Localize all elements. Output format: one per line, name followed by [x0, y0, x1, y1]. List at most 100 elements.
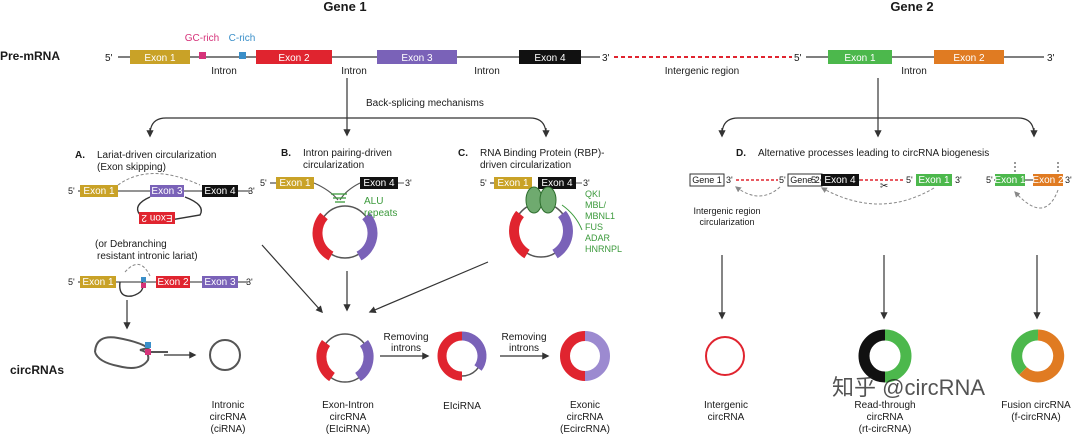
svg-text:Exon 2: Exon 2 — [141, 212, 173, 223]
intron-pairing-diagram: 5' Exon 1 Exon 4 3' — [260, 177, 412, 261]
svg-text:3': 3' — [955, 175, 962, 185]
ecircrna-label-3: (EcircRNA) — [560, 424, 610, 435]
rbp-hnrnpl: HNRNPL — [585, 244, 622, 254]
ecircrna-label-1: Exonic — [570, 400, 600, 411]
mechanism-c-title-1: RNA Binding Protein (RBP)- — [480, 148, 605, 159]
svg-text:5': 5' — [68, 186, 75, 196]
gene1-exon3-label: Exon 3 — [401, 53, 433, 64]
remove-introns-1-a: Removing — [383, 332, 428, 343]
rbp-qki: QKI — [585, 189, 601, 199]
rbp-mbnl1: MBNL1 — [585, 211, 615, 221]
svg-text:3': 3' — [405, 178, 412, 188]
svg-text:Exon 3: Exon 3 — [151, 186, 183, 197]
c-rich-marker — [239, 52, 246, 59]
f-circrna-label-2: (f-circRNA) — [1011, 412, 1060, 423]
rt-circrna-label-2: circRNA — [867, 412, 904, 423]
alu-repeats-2: repeats — [364, 208, 397, 219]
svg-text:Exon 2: Exon 2 — [1032, 175, 1064, 186]
lariat-exon3 — [150, 185, 184, 197]
gene1-5prime: 5' — [105, 53, 113, 64]
svg-text:5': 5' — [68, 277, 75, 287]
eicirna-short-label: EIciRNA — [443, 401, 481, 412]
svg-text:Gene 2: Gene 2 — [790, 175, 820, 185]
rt-circrna-label-3: (rt-circRNA) — [859, 424, 912, 435]
arrow-c-to-eicirna — [368, 261, 489, 314]
mechanism-a-letter: A. — [75, 150, 85, 161]
svg-text:Exon 4: Exon 4 — [541, 178, 573, 189]
gene1-exon3 — [377, 50, 457, 64]
intergenic-circularization-diagram: Gene 1 3' 5' Gene 2 — [689, 173, 823, 197]
gene2-intron: Intron — [901, 66, 927, 77]
gene1-heading: Gene 1 — [323, 0, 366, 14]
mechanism-d-title: Alternative processes leading to circRNA… — [758, 148, 989, 159]
gene1-intron-2: Intron — [341, 66, 367, 77]
mechanism-a-title-2: (Exon skipping) — [97, 162, 166, 173]
intergenic-circrna-circle — [705, 336, 745, 376]
lariat-exon-skipping: 5' 3' Exon 1 Exon 3 Exon 4 Exon 2 — [68, 173, 255, 224]
gc-rich-marker — [199, 52, 206, 59]
c-rich-label: C-rich — [229, 33, 256, 44]
fusion-circrna-circle — [1011, 329, 1065, 383]
eicirna-label-2: circRNA — [330, 412, 367, 423]
svg-text:Exon 2: Exon 2 — [157, 277, 189, 288]
lariat-exon2-flipped — [139, 212, 175, 224]
pre-mrna-label: Pre-mRNA — [0, 49, 60, 63]
pre-mrna-gene2: 5' 3' Exon 1 Intron Exon 2 — [794, 50, 1055, 77]
alu-repeats-1: ALU — [364, 196, 383, 207]
mechanism-a-or-2: resistant intronic lariat) — [97, 251, 198, 262]
remove-introns-2-a: Removing — [501, 332, 546, 343]
svg-text:Exon 1: Exon 1 — [279, 178, 311, 189]
rbp-adar: ADAR — [585, 233, 611, 243]
mechanism-b-letter: B. — [281, 148, 291, 159]
svg-text:Exon 4: Exon 4 — [824, 175, 856, 186]
debranching-lariat: 5' 3' Exon 1 Exon 2 Exon 3 — [68, 264, 253, 297]
svg-text:Exon 3: Exon 3 — [204, 277, 236, 288]
svg-text:Gene 1: Gene 1 — [692, 175, 722, 185]
svg-text:Exon 1: Exon 1 — [994, 175, 1026, 186]
read-through-diagram: 5' Exon 4 5' Exon 1 3' ✂ — [811, 174, 962, 205]
mechanism-d-letter: D. — [736, 148, 746, 159]
gene2-heading: Gene 2 — [890, 0, 933, 14]
gene2-exon2-label: Exon 2 — [953, 53, 985, 64]
circrnas-label: circRNAs — [10, 363, 64, 377]
f-circrna-label-1: Fusion circRNA — [1001, 400, 1071, 411]
eicirna-label-3: (EIciRNA) — [326, 424, 370, 435]
read-through-circrna-circle — [858, 329, 912, 383]
ecircrna-circle — [560, 331, 610, 381]
gene2-5prime: 5' — [794, 53, 802, 64]
svg-text:3': 3' — [1065, 175, 1072, 185]
svg-text:3': 3' — [726, 175, 733, 185]
svg-text:5': 5' — [811, 175, 818, 185]
scissors-icon: ✂ — [880, 181, 888, 192]
cirna-label-3: (ciRNA) — [211, 424, 246, 435]
mechanism-c-letter: C. — [458, 148, 468, 159]
gene1-exon4-label: Exon 4 — [534, 53, 566, 64]
svg-text:5': 5' — [260, 178, 267, 188]
eicirna-mid-circle — [437, 331, 487, 381]
mechanism-b-title-1: Intron pairing-driven — [303, 148, 392, 159]
gene1-exon1 — [130, 50, 190, 64]
back-splicing-brace — [146, 78, 550, 138]
watermark: 知乎 @circRNA — [832, 375, 985, 400]
gene2-exon2 — [934, 50, 1004, 64]
eicirna-exon-intron-circle — [316, 333, 374, 383]
intergenic-circ-label-2: circularization — [699, 217, 754, 227]
svg-text:Exon 1: Exon 1 — [83, 186, 115, 197]
svg-text:Exon 1: Exon 1 — [82, 277, 114, 288]
remove-introns-1-b: introns — [391, 343, 421, 354]
ecircrna-label-2: circRNA — [567, 412, 604, 423]
back-splicing-label: Back-splicing mechanisms — [366, 98, 484, 109]
gc-rich-label: GC-rich — [185, 33, 219, 44]
intergenic-region-label: Intergenic region — [665, 66, 740, 77]
svg-text:5': 5' — [986, 175, 993, 185]
intergenic-circrna-label-1: Intergenic — [704, 400, 748, 411]
eicirna-label-1: Exon-Intron — [322, 400, 374, 411]
gene1-3prime: 3' — [602, 53, 610, 64]
mechanism-c-title-2: driven circularization — [480, 160, 571, 171]
gene1-intron-3: Intron — [474, 66, 500, 77]
remove-introns-2-b: introns — [509, 343, 539, 354]
svg-text:3': 3' — [246, 277, 253, 287]
rbp-mbl: MBL/ — [585, 200, 607, 210]
gene1-exon2-label: Exon 2 — [278, 53, 310, 64]
svg-text:5': 5' — [480, 178, 487, 188]
